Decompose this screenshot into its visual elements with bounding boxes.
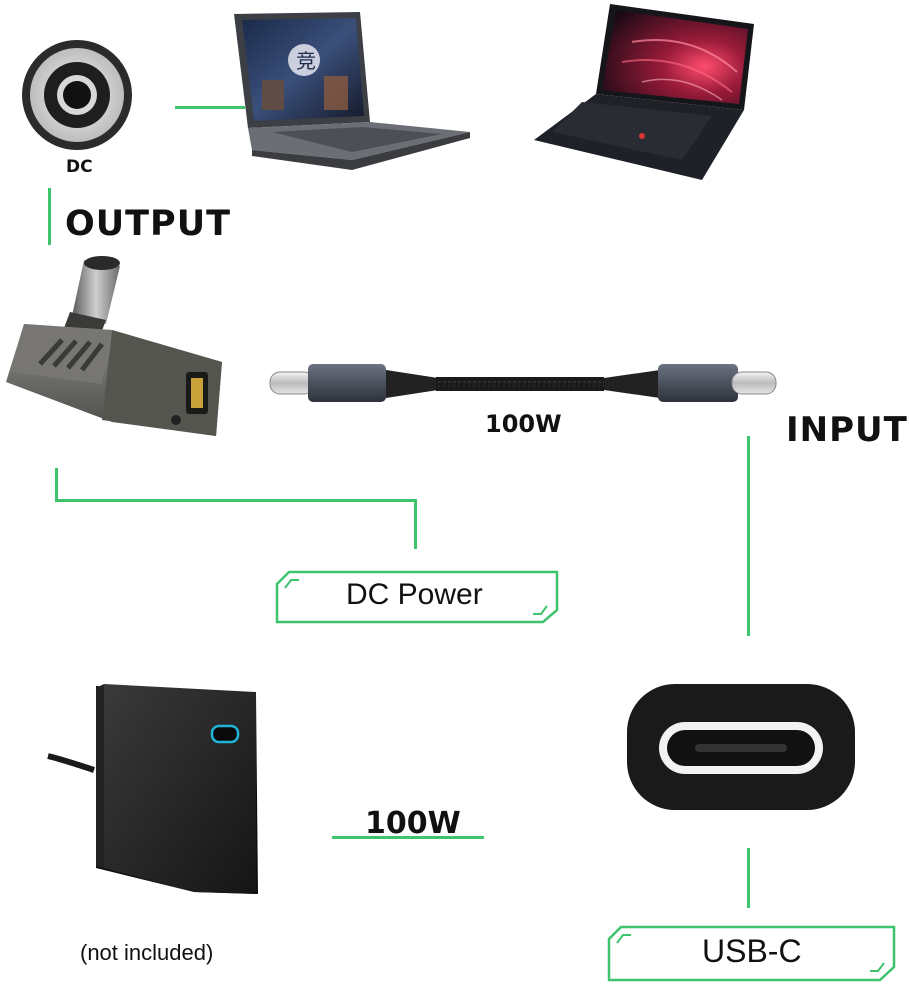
adapter-line-vertical <box>55 468 58 501</box>
dc-adapter-icon <box>6 256 222 436</box>
input-to-port-line <box>747 436 750 636</box>
charger-wattage-label: 100W <box>365 806 461 841</box>
input-label: INPUT <box>786 410 908 450</box>
dc-label: DC <box>66 157 93 177</box>
svg-text:竞: 竞 <box>296 49 316 73</box>
charger-wattage-underline <box>332 836 484 839</box>
output-label: OUTPUT <box>65 204 231 244</box>
dc-port-icon <box>22 40 132 150</box>
dc-to-laptop-line <box>175 106 245 109</box>
not-included-note: (not included) <box>80 940 214 965</box>
usb-c-label: USB-C <box>702 933 802 969</box>
usb-c-cable-icon <box>269 364 777 402</box>
port-to-usbc-line <box>747 848 750 908</box>
gaming-laptop-icon: 竞 <box>234 12 470 170</box>
adapter-line-down <box>414 499 417 549</box>
business-laptop-icon <box>534 4 754 180</box>
dc-power-label: DC Power <box>346 578 483 611</box>
cable-wattage-label: 100W <box>485 410 562 438</box>
dc-to-output-line <box>48 188 51 245</box>
dc-power-tag-frame <box>275 570 559 624</box>
usb-c-tag-frame <box>607 925 896 982</box>
usb-c-charger-icon <box>47 684 258 894</box>
adapter-line-horizontal <box>55 499 417 502</box>
usb-c-port-icon <box>627 684 855 810</box>
